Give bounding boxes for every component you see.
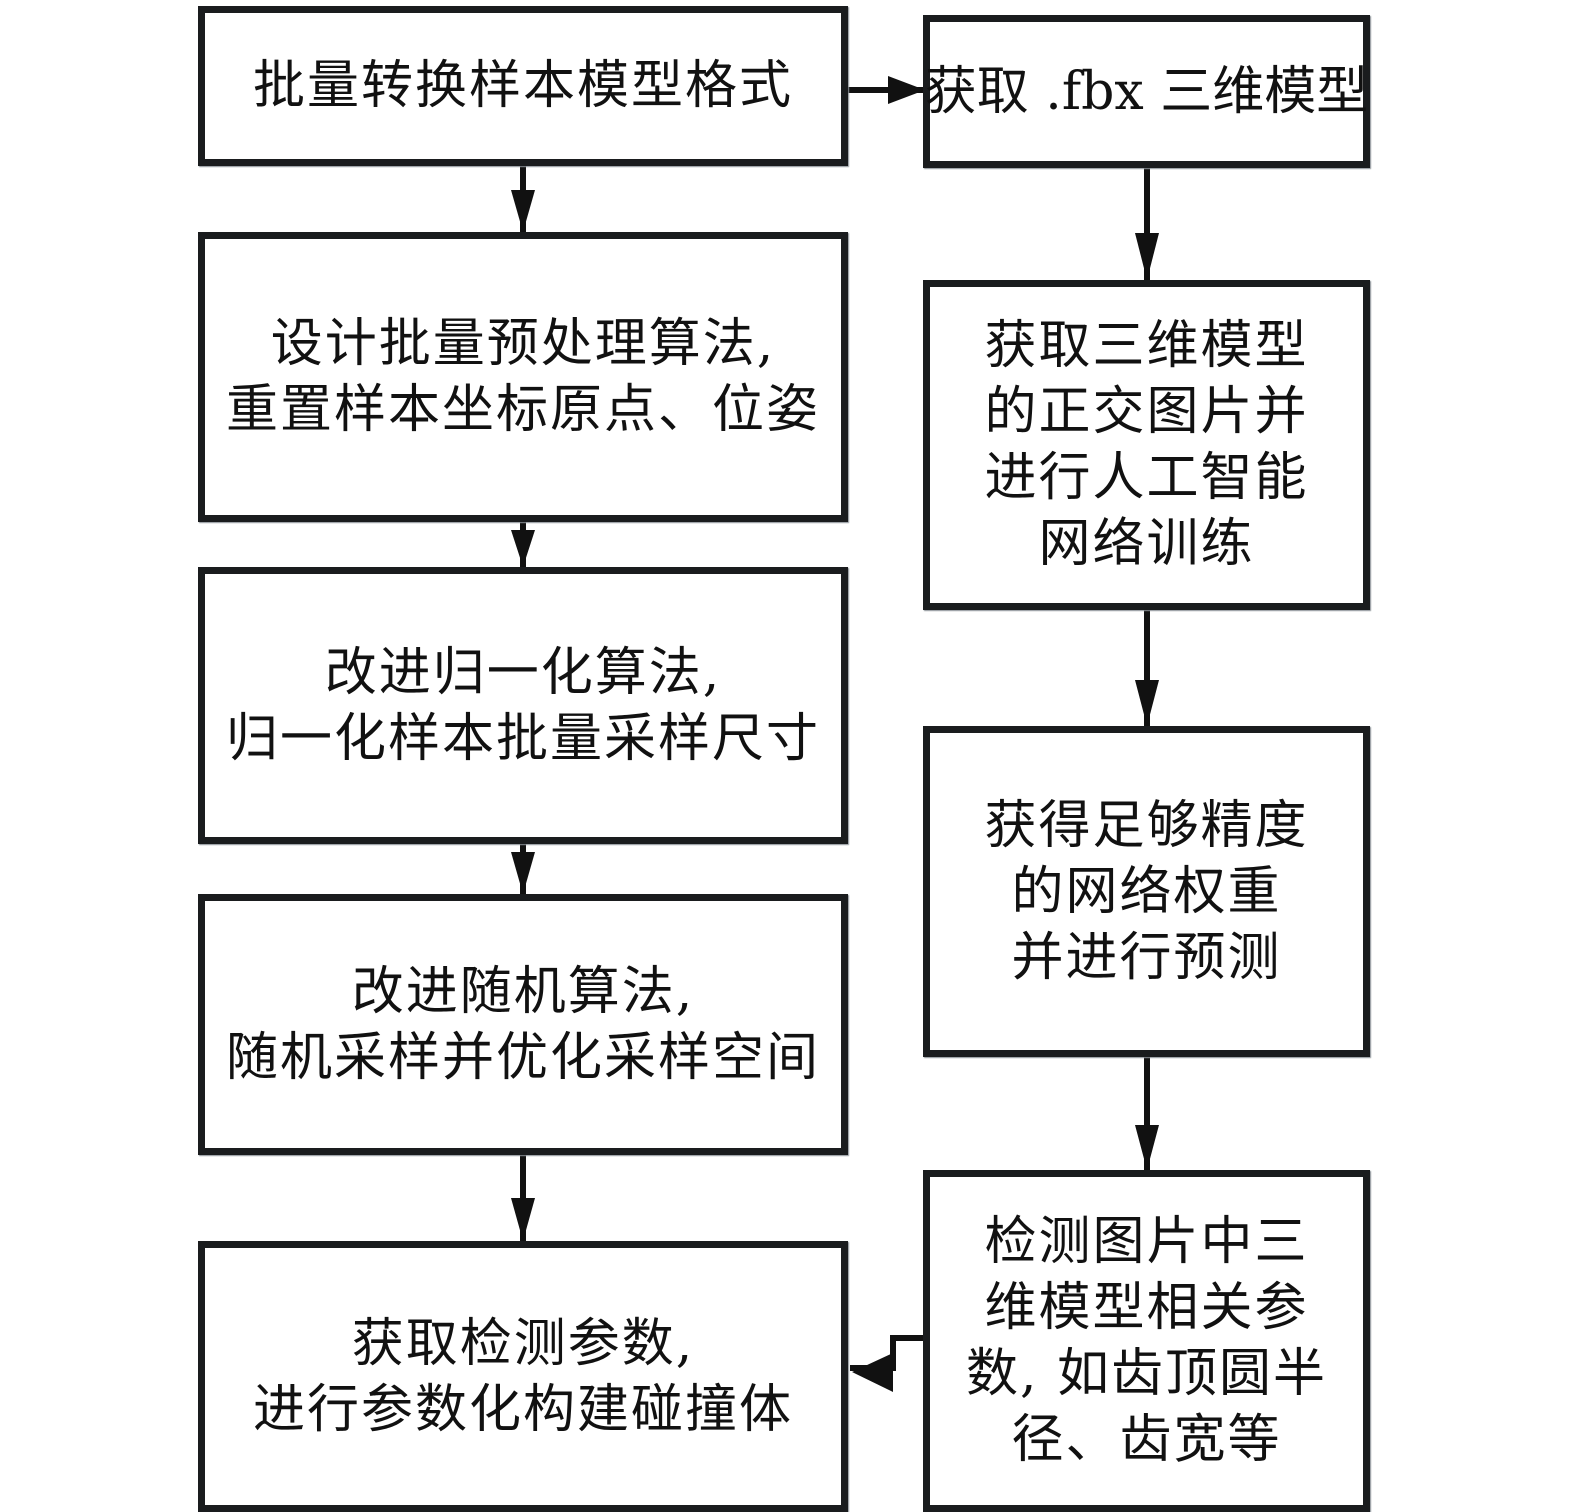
arrowhead-R3-R4 <box>1135 1125 1159 1170</box>
step-label: 获取 .fbx 三维模型 <box>924 61 1369 122</box>
arrowhead-L2-L3 <box>511 530 535 567</box>
arrowhead-R2-R3 <box>1135 680 1159 726</box>
step-label: 改进随机算法, 随机采样并优化采样空间 <box>225 961 820 1088</box>
step-label: 批量转换样本模型格式 <box>252 56 793 116</box>
arrowhead-L3-L4 <box>511 852 535 894</box>
step-build-collider: 获取检测参数, 进行参数化构建碰撞体 <box>198 1241 848 1512</box>
arrowhead-L1-R1 <box>888 76 925 104</box>
step-label: 获取三维模型 的正交图片并 进行人工智能 网络训练 <box>984 316 1309 574</box>
step-normalize: 改进归一化算法, 归一化样本批量采样尺寸 <box>198 567 848 844</box>
step-label: 获得足够精度 的网络权重 并进行预测 <box>984 795 1309 988</box>
step-label: 设计批量预处理算法, 重置样本坐标原点、位姿 <box>225 314 820 440</box>
arrowhead-R1-R2 <box>1135 233 1159 280</box>
step-get-fbx-model: 获取 .fbx 三维模型 <box>923 15 1370 168</box>
step-label: 检测图片中三 维模型相关参 数, 如齿顶圆半 径、齿宽等 <box>965 1212 1328 1470</box>
step-detect-parameters: 检测图片中三 维模型相关参 数, 如齿顶圆半 径、齿宽等 <box>923 1170 1370 1512</box>
step-predict: 获得足够精度 的网络权重 并进行预测 <box>923 726 1370 1057</box>
arrowhead-R4-L5 <box>852 1353 893 1392</box>
step-label: 获取检测参数, 进行参数化构建碰撞体 <box>252 1313 793 1440</box>
arrowhead-L1-L2 <box>511 190 535 232</box>
step-train-network: 获取三维模型 的正交图片并 进行人工智能 网络训练 <box>923 280 1370 610</box>
step-batch-convert-format: 批量转换样本模型格式 <box>198 6 848 166</box>
step-batch-preprocess: 设计批量预处理算法, 重置样本坐标原点、位姿 <box>198 232 848 522</box>
step-random-sampling: 改进随机算法, 随机采样并优化采样空间 <box>198 894 848 1155</box>
step-label: 改进归一化算法, 归一化样本批量采样尺寸 <box>225 642 820 769</box>
arrowhead-L4-L5 <box>511 1198 535 1241</box>
